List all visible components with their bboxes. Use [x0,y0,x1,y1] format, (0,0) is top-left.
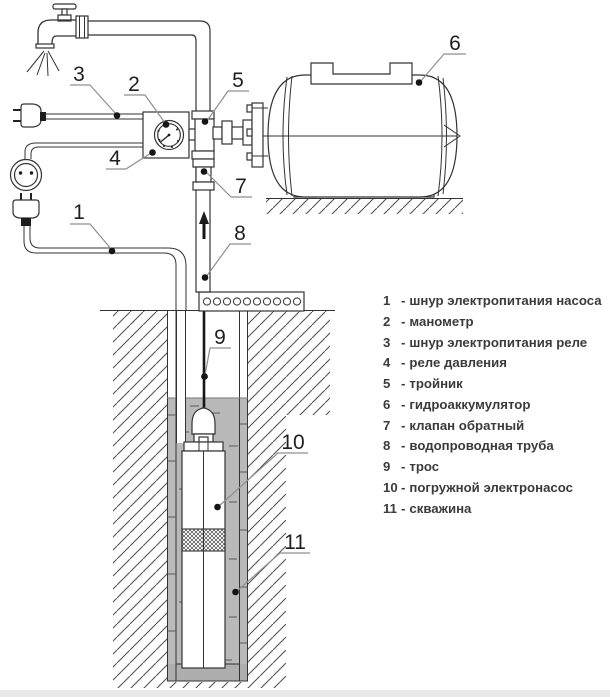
leader-line [204,347,231,376]
faucet-handle [52,3,77,10]
callout-dot-11 [232,588,239,596]
plug-prongs [20,193,32,200]
leader-line [236,552,310,592]
leader-line [70,84,117,115]
pipe-coupling [75,15,89,39]
callout-dot-6 [415,79,423,86]
faucet-spout [37,19,88,45]
legend: 1-шнур электропитания насоса 2-манометр … [383,291,608,519]
legend-item: 4-реле давления [383,355,507,371]
legend-item: 9-трос [383,459,440,474]
legend-label: тройник [409,376,463,391]
callout-6: 6 [449,32,461,55]
callout-leaders [70,53,466,596]
hydroaccumulator-tank [246,62,463,214]
legend-item: 5-тройник [383,376,463,391]
callout-dot-3 [113,112,121,119]
legend-item: 11-скважина [383,500,472,516]
pump-power-cord [23,226,187,311]
legend-label: манометр [409,313,474,329]
legend-label: трос [409,459,440,474]
pressure-gauge [153,119,185,151]
tank-end-seam [443,124,461,148]
legend-item: 2-манометр [383,313,474,329]
legend-item: 1-шнур электропитания насоса [383,293,602,308]
leader-line [205,243,251,278]
callout-4: 4 [109,147,121,170]
well-cap [198,291,305,312]
callout-2: 2 [128,73,140,96]
leader-line [218,452,308,507]
callout-9: 9 [214,326,226,349]
callout-10: 10 [281,431,304,454]
tee-fitting [191,110,253,160]
callout-3: 3 [73,63,85,86]
callout-dot-7 [200,168,208,175]
callout-dot-8 [201,274,209,281]
socket-cord [24,142,145,159]
callout-8: 8 [234,222,246,245]
callout-11: 11 [284,531,306,554]
leader-line [124,94,166,124]
submersible-pump [181,407,226,669]
legend-label: реле давления [409,355,507,371]
callout-numbers: 1 2 3 4 5 6 7 8 9 10 11 [73,32,461,554]
callout-5: 5 [232,69,244,92]
tank-flange [246,102,268,168]
legend-label: клапан обратный [409,417,525,433]
callout-1: 1 [73,201,85,224]
tank-ground-hatch [266,199,463,214]
earth-hatching [113,311,330,688]
callout-dot-2 [162,121,170,128]
faucet [26,3,89,77]
legend-label: шнур электропитания насоса [409,293,602,308]
well-casing-lines [167,311,248,681]
callout-dot-4 [149,149,156,156]
legend-item: 6-гидроаккумулятор [383,396,531,412]
legend-label: скважина [409,500,472,516]
water-pipe [85,20,211,293]
legend-item: 7-клапан обратный [383,417,525,433]
water-spray-lines [26,50,60,77]
relay-power-plug [13,103,143,128]
leader-line [206,90,249,122]
legend-item: 8-водопроводная труба [383,438,554,454]
page-bottom-bar [0,690,610,697]
legend-label: шнур электропитания реле [409,334,588,350]
pump-intake-screen [181,528,226,552]
leader-line [106,152,152,170]
relay-power-cord [46,113,143,120]
pump-nose-cone [191,407,216,435]
leader-line [70,223,113,251]
legend-label: водопроводная труба [409,438,554,454]
callout-dot-9 [201,373,208,380]
callout-dot-10 [214,503,221,511]
legend-label: гидроаккумулятор [409,396,531,412]
callout-dot-5 [201,118,209,125]
legend-item: 3-шнур электропитания реле [383,334,588,350]
legend-label: погружной электронасос [409,479,573,495]
leader-line [205,171,252,198]
wall-socket [9,142,145,192]
pump-power-plug [12,193,187,311]
well-drop-tube [176,311,186,443]
legend-item: 10-погружной электронасос [383,479,573,495]
callout-dot-1 [108,247,116,255]
callout-7: 7 [235,175,247,198]
tank-handle [310,62,413,85]
gauge-needle [159,134,170,143]
leader-line [419,53,466,83]
flow-arrow [199,211,209,239]
pump-shoulder [183,441,224,452]
